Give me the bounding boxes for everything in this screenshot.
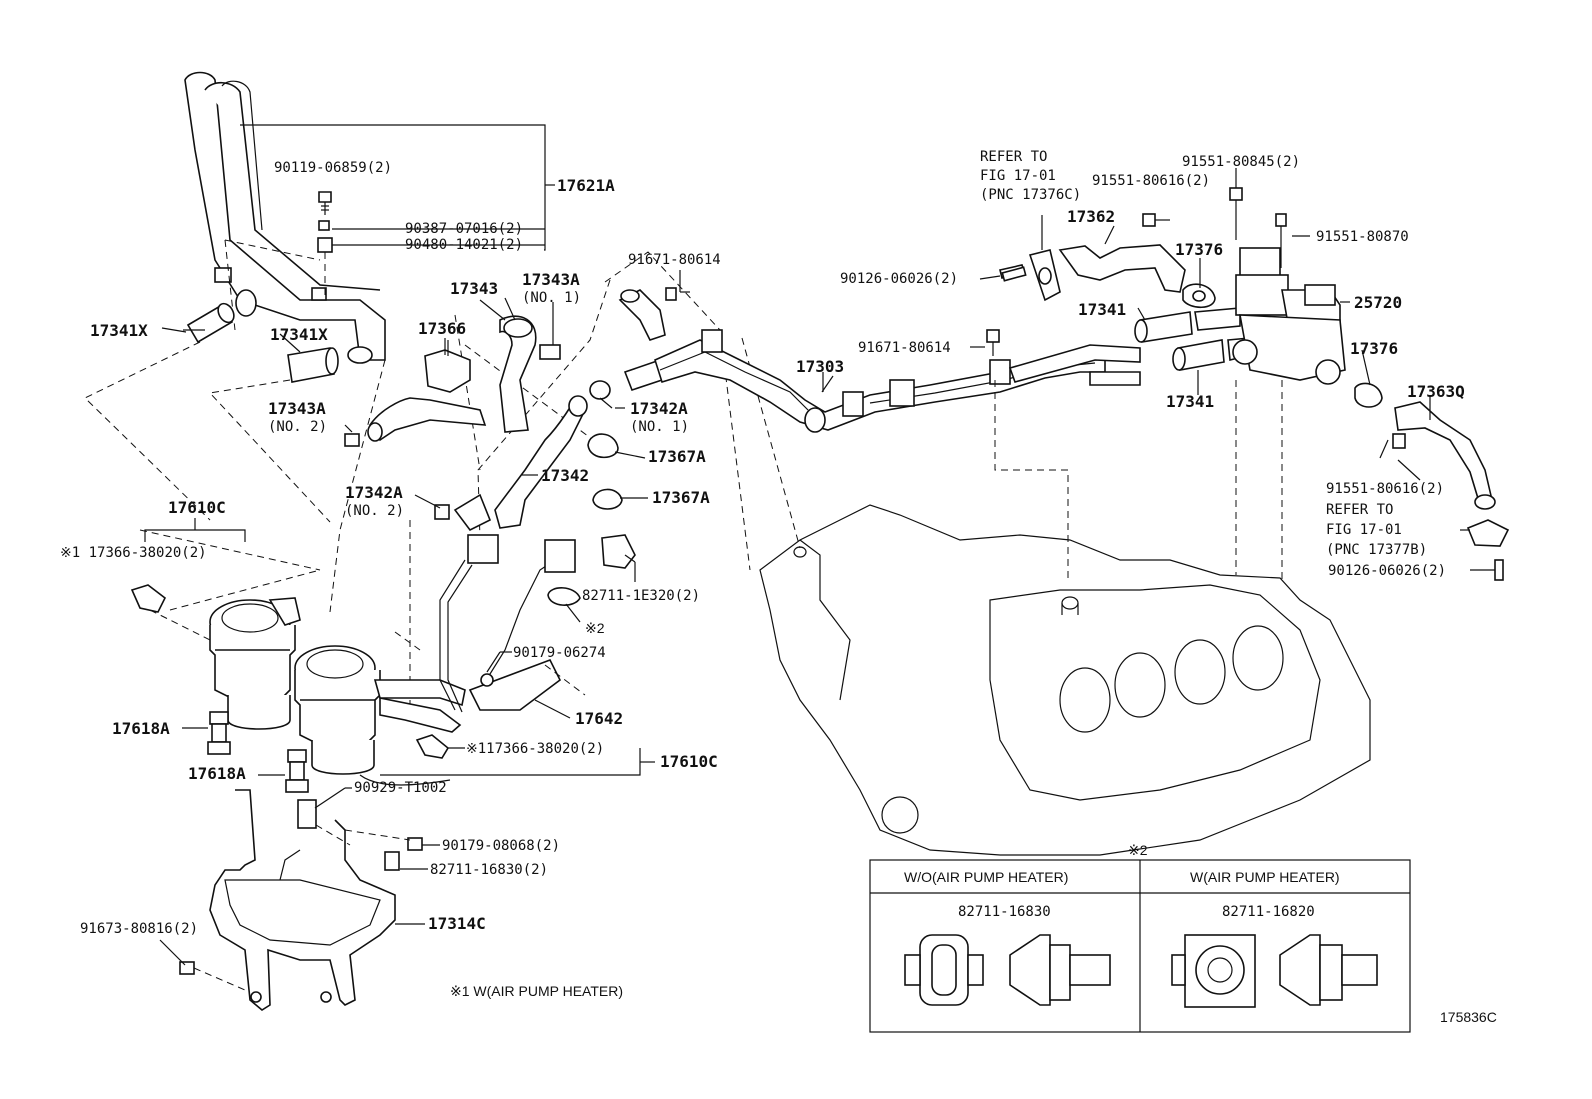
bracket-17366-drawing — [424, 340, 471, 393]
clip-17366-38020-drawing — [130, 584, 465, 759]
inset-col1-part: 82711-16830 — [958, 904, 1051, 920]
label-91551-80616-a: 91551-80616(2) — [1092, 173, 1210, 189]
label-91551-80845: 91551-80845(2) — [1182, 154, 1300, 170]
bolt-91671-drawing — [986, 329, 1000, 356]
label-90387-07016: 90387-07016(2) — [405, 221, 523, 237]
label-17343A-no2-note: (NO. 2) — [268, 419, 327, 435]
label-note2-ref: ※2 — [585, 620, 605, 636]
label-91673-80816: 91673-80816(2) — [80, 921, 198, 937]
label-refer1-line1: REFER TO — [980, 149, 1047, 165]
label-refer1-line3: (PNC 17376C) — [980, 187, 1081, 203]
label-17341-b: 17341 — [1166, 392, 1214, 411]
label-17362: 17362 — [1067, 207, 1115, 226]
dashed-guides-left — [84, 251, 801, 715]
air-pipe-17303-drawing — [654, 329, 1141, 433]
stud-90126-drawing — [1001, 266, 1027, 282]
hose-17341-drawing — [1134, 307, 1251, 371]
label-90119-06859: 90119-06859(2) — [274, 160, 392, 176]
label-17342: 17342 — [541, 466, 589, 485]
label-17621A: 17621A — [557, 176, 615, 195]
label-17376-a: 17376 — [1175, 240, 1223, 259]
label-17342A-no1: 17342A — [630, 399, 688, 418]
pipe-17362-drawing — [999, 213, 1216, 309]
label-17342A-no2-note: (NO. 2) — [345, 503, 404, 519]
label-note1: ※1 W(AIR PUMP HEATER) — [450, 983, 623, 999]
label-91551-80616-b: 91551-80616(2) — [1326, 481, 1444, 497]
air-pump-17610C-drawing — [209, 597, 466, 786]
hose-17341X-drawing — [161, 302, 339, 383]
hose-17343A-no2-drawing — [344, 397, 487, 447]
label-17342A-no1-note: (NO. 1) — [630, 419, 689, 435]
label-17366-38020-b: ※117366-38020(2) — [466, 741, 604, 757]
label-17341X-a: 17341X — [90, 321, 148, 340]
inset-col2-part: 82711-16820 — [1222, 904, 1315, 920]
label-17367A-a: 17367A — [648, 447, 706, 466]
label-17376-b: 17376 — [1350, 339, 1398, 358]
plug-17618A-drawing — [207, 711, 309, 793]
label-17642: 17642 — [575, 709, 623, 728]
exhaust-pipe-drawing — [184, 71, 386, 364]
label-17367A-b: 17367A — [652, 488, 710, 507]
inset-note: ※2 — [1128, 842, 1148, 858]
label-17610C-b: 17610C — [660, 752, 718, 771]
inset-col2-header: W(AIR PUMP HEATER) — [1190, 869, 1340, 885]
label-25720: 25720 — [1354, 293, 1402, 312]
label-17618A-b: 17618A — [188, 764, 246, 783]
part-labels: 17621A 90119-06859(2) 90387-07016(2) 904… — [60, 149, 1497, 1025]
label-91671-80614-a: 91671-80614 — [628, 252, 721, 268]
label-17303: 17303 — [796, 357, 844, 376]
label-refer2-line1: REFER TO — [1326, 502, 1393, 518]
label-17341-a: 17341 — [1078, 300, 1126, 319]
label-90179-06274: 90179-06274 — [513, 645, 606, 661]
label-17343: 17343 — [450, 279, 498, 298]
label-91671-80614-b: 91671-80614 — [858, 340, 951, 356]
label-90126-06026-a: 90126-06026(2) — [840, 271, 958, 287]
label-17366-38020-a: ※1 17366-38020(2) — [60, 545, 207, 561]
label-refer2-line2: FIG 17-01 — [1326, 522, 1402, 538]
air-switching-valve-25720-drawing — [1229, 187, 1346, 580]
label-17366: 17366 — [418, 319, 466, 338]
label-17363Q: 17363Q — [1407, 382, 1465, 401]
label-82711-16830: 82711-16830(2) — [430, 862, 548, 878]
callout-17621A-bracket — [240, 124, 555, 251]
label-17343A-no2: 17343A — [268, 399, 326, 418]
hose-17342-drawing — [434, 380, 611, 532]
bolt-icon — [317, 191, 333, 295]
label-82711-1E320: 82711-1E320(2) — [582, 588, 700, 604]
label-17610C-a: 17610C — [168, 498, 226, 517]
callout-leaders — [144, 168, 1495, 966]
wire-harness-drawing — [439, 534, 636, 713]
label-17341X-b: 17341X — [270, 325, 328, 344]
bracket-17314C-drawing — [179, 789, 423, 1011]
label-refer1-line2: FIG 17-01 — [980, 168, 1056, 184]
inset-col1-header: W/O(AIR PUMP HEATER) — [904, 869, 1068, 885]
label-90480-14021: 90480-14021(2) — [405, 237, 523, 253]
label-91551-80870: 91551-80870 — [1316, 229, 1409, 245]
hose-17343-drawing — [479, 299, 561, 433]
label-17343A-no1-note: (NO. 1) — [522, 290, 581, 306]
grommet-17367A-drawing — [587, 433, 623, 510]
figure-id: 175836C — [1440, 1009, 1497, 1025]
label-90126-06026-b: 90126-06026(2) — [1328, 563, 1446, 579]
label-17343A-no1: 17343A — [522, 270, 580, 289]
label-17314C: 17314C — [428, 914, 486, 933]
label-90179-08068: 90179-08068(2) — [442, 838, 560, 854]
engine-block-drawing — [759, 380, 1371, 856]
label-refer2-line3: (PNC 17377B) — [1326, 542, 1427, 558]
label-17618A-a: 17618A — [112, 719, 170, 738]
label-90929-T1002: 90929-T1002 — [354, 780, 447, 796]
inset-table — [869, 859, 1411, 1033]
pipe-17363Q-drawing — [1354, 382, 1510, 581]
label-17342A-no2: 17342A — [345, 483, 403, 502]
